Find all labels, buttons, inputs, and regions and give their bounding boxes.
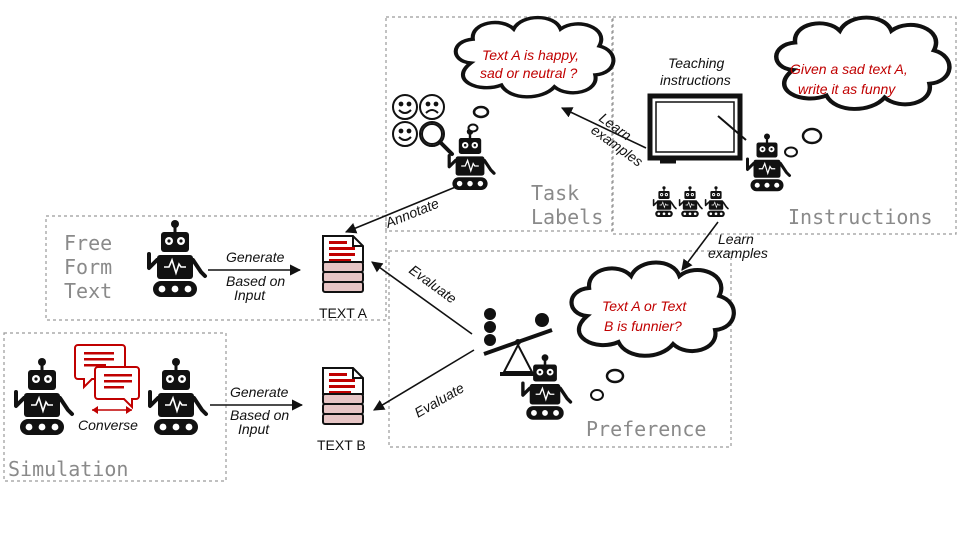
arrow-learn-examples-top (560, 107, 647, 149)
box-title-free-form-line1: Free (64, 231, 112, 255)
box-title-free-form-line3: Text (64, 279, 112, 303)
evaluate-b-label: Evaluate (412, 379, 467, 420)
box-title-instructions: Instructions (788, 205, 933, 229)
robot-icon-sim-right (148, 356, 208, 437)
thought-cloud-instructions (776, 18, 949, 158)
robot-icon-student-1 (652, 185, 677, 218)
arrow-learn-examples-mid (681, 221, 719, 271)
thought-preference-line2: B is funnier? (604, 318, 682, 334)
teaching-label-line1: Teaching (668, 55, 725, 71)
thought-cloud-preference (572, 263, 734, 401)
thought-instructions-line2: write it as funny (798, 81, 896, 97)
generate-a-line2: Based on (226, 273, 285, 289)
box-instructions (612, 16, 957, 235)
box-title-free-form-line2: Form (64, 255, 112, 279)
learn-mid-line1: Learn (718, 231, 754, 247)
box-title-preference: Preference (586, 417, 706, 441)
thought-preference-line1: Text A or Text (602, 298, 687, 314)
teaching-label-line2: instructions (660, 72, 731, 88)
arrow-evaluate-b (373, 349, 475, 411)
document-stack-icon-b (322, 367, 364, 425)
emotion-faces-icon (392, 94, 454, 156)
box-preference (388, 250, 732, 448)
robot-icon-student-3 (704, 185, 729, 218)
robot-icon-sim-left (14, 356, 74, 437)
generate-b-line1: Generate (230, 384, 289, 400)
box-title-task-line2: Labels (531, 205, 603, 229)
robot-icon-teacher (746, 132, 791, 193)
thought-task-line1: Text A is happy, (482, 47, 579, 63)
balance-scale-icon (483, 308, 553, 376)
robot-icon-evaluator (521, 352, 573, 422)
converse-label: Converse (78, 417, 138, 433)
generate-a-line3: Input (234, 287, 266, 303)
robot-icon-annotator (447, 126, 496, 192)
doc-label-a: TEXT A (319, 305, 368, 321)
annotate-label: Annotate (382, 195, 441, 231)
robot-icon-student-2 (678, 185, 703, 218)
learn-mid-line2: examples (708, 245, 768, 261)
box-simulation (3, 332, 227, 482)
arrow-evaluate-a (371, 261, 473, 335)
box-free-form-text (45, 215, 387, 321)
generate-b-line3: Input (238, 421, 270, 437)
thought-task-line2: sad or neutral ? (480, 65, 577, 81)
robot-icon-generator-a (147, 218, 207, 299)
thought-instructions-line1: Given a sad text A, (790, 61, 908, 77)
generate-a-line1: Generate (226, 249, 285, 265)
chat-bubbles-icon (74, 344, 140, 410)
generate-b-line2: Based on (230, 407, 289, 423)
evaluate-a-label: Evaluate (406, 261, 460, 306)
thought-cloud-task (456, 18, 614, 133)
doc-label-b: TEXT B (317, 437, 366, 453)
document-stack-icon-a (322, 235, 364, 293)
blackboard-icon (647, 93, 747, 164)
arrow-annotate (344, 185, 459, 234)
box-task-labels (385, 16, 613, 232)
box-title-task-line1: Task (531, 181, 579, 205)
box-title-simulation: Simulation (8, 457, 128, 481)
